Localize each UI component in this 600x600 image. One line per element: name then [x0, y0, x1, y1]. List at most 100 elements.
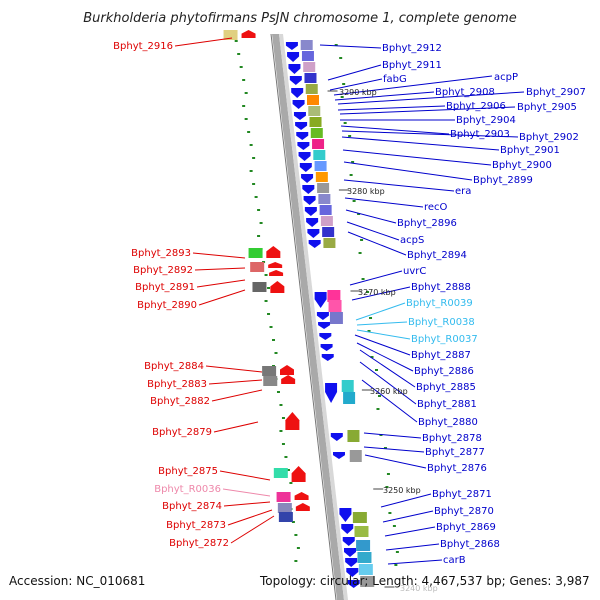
forward-gene: [301, 174, 314, 183]
connector-line: [359, 349, 416, 388]
gc-tick: [352, 200, 356, 202]
category-bar: [304, 73, 317, 83]
gene-label[interactable]: carB: [443, 555, 466, 566]
gene-label[interactable]: Bphyt_2907: [526, 87, 586, 98]
gene-label[interactable]: Bphyt_2892: [133, 265, 193, 276]
gc-tick: [276, 391, 280, 393]
gene-label[interactable]: Bphyt_2911: [382, 60, 442, 71]
gc-tick: [340, 96, 344, 98]
rna-label[interactable]: Bphyt_R0038: [408, 317, 475, 328]
gene-label[interactable]: Bphyt_2871: [432, 489, 492, 500]
gene-label[interactable]: Bphyt_2903: [450, 129, 510, 140]
connector-line: [343, 179, 455, 192]
gc-tick: [239, 66, 243, 68]
gene-label[interactable]: Bphyt_2885: [416, 382, 476, 393]
gc-tick: [395, 551, 399, 553]
gene-label[interactable]: Bphyt_2901: [500, 145, 560, 156]
reverse-gene: [291, 466, 306, 482]
gene-label[interactable]: Bphyt_2905: [517, 102, 577, 113]
connector-line: [340, 125, 450, 135]
gene-label[interactable]: Bphyt_2912: [382, 43, 442, 54]
gene-label[interactable]: Bphyt_2896: [397, 218, 457, 229]
reverse-gene: [266, 246, 281, 258]
scale-label: 3240 kbp: [400, 584, 438, 593]
category-bar: [343, 392, 356, 404]
gene-label[interactable]: Bphyt_2884: [144, 361, 204, 372]
gc-tick: [254, 196, 258, 198]
gene-label[interactable]: Bphyt_2878: [422, 433, 482, 444]
gc-tick: [360, 239, 364, 241]
gc-tick: [267, 287, 271, 289]
forward-gene: [293, 112, 306, 120]
gene-label[interactable]: Bphyt_2904: [456, 115, 516, 126]
forward-gene: [287, 52, 300, 62]
gene-label[interactable]: Bphyt_2882: [150, 396, 210, 407]
gc-tick: [377, 395, 381, 397]
gene-label[interactable]: Bphyt_2908: [435, 87, 495, 98]
gene-label[interactable]: Bphyt_2869: [436, 522, 496, 533]
gene-label[interactable]: Bphyt_2902: [519, 132, 579, 143]
gene-label[interactable]: Bphyt_2883: [147, 379, 207, 390]
gene-label[interactable]: Bphyt_2893: [131, 248, 191, 259]
gene-label[interactable]: Bphyt_2873: [166, 520, 226, 531]
category-bar: [223, 30, 238, 40]
gene-label[interactable]: Bphyt_2877: [425, 447, 485, 458]
scale-label: 3250 kbp: [383, 486, 421, 495]
gene-label[interactable]: Bphyt_2900: [492, 160, 552, 171]
gene-label[interactable]: Bphyt_2870: [434, 506, 494, 517]
gene-label[interactable]: Bphyt_2886: [414, 366, 474, 377]
gc-tick: [339, 57, 343, 59]
gene-label[interactable]: Bphyt_2888: [411, 282, 471, 293]
gc-tick: [249, 144, 253, 146]
gc-tick: [294, 534, 298, 536]
gene-label[interactable]: Bphyt_2879: [152, 427, 212, 438]
category-bar: [277, 503, 292, 513]
reverse-gene: [294, 492, 309, 500]
gene-label[interactable]: Bphyt_2906: [446, 101, 506, 112]
gene-label[interactable]: Bphyt_2916: [113, 41, 173, 52]
gene-label[interactable]: Bphyt_2881: [417, 399, 477, 410]
forward-gene: [321, 354, 334, 361]
connector-line: [339, 106, 516, 115]
gene-label[interactable]: Bphyt_2872: [169, 538, 229, 549]
gene-label[interactable]: Bphyt_2899: [473, 175, 533, 186]
gene-label[interactable]: Bphyt_2875: [158, 466, 218, 477]
gc-tick: [294, 560, 298, 562]
gene-label[interactable]: fabG: [383, 74, 407, 85]
connector-line: [337, 105, 446, 111]
gene-label[interactable]: Bphyt_2874: [162, 501, 222, 512]
left-labels: Bphyt_2916 Bphyt_2893 Bphyt_2892 Bphyt_2…: [113, 41, 229, 549]
gene-label[interactable]: Bphyt_2887: [411, 350, 471, 361]
gene-label[interactable]: recO: [424, 202, 448, 213]
gene-label[interactable]: uvrC: [403, 266, 426, 277]
gene-label[interactable]: acpS: [400, 235, 424, 246]
category-bar: [252, 282, 267, 292]
rna-label[interactable]: Bphyt_R0039: [406, 298, 473, 309]
gene-label[interactable]: Bphyt_2868: [440, 539, 500, 550]
forward-gene: [299, 163, 312, 172]
connector-line: [349, 270, 403, 286]
connector-line: [230, 515, 275, 544]
gc-tick: [249, 170, 253, 172]
rna-label[interactable]: Bphyt_R0036: [154, 484, 221, 495]
gc-tick: [357, 213, 361, 215]
connector-line: [174, 37, 233, 47]
category-bar: [318, 194, 331, 204]
scale-label: 3270 kbp: [358, 288, 396, 297]
category-bar: [358, 564, 373, 575]
gene-label[interactable]: Bphyt_2891: [135, 282, 195, 293]
gene-label[interactable]: acpP: [494, 72, 518, 83]
category-bar: [347, 430, 360, 442]
connector-line: [359, 361, 417, 405]
gene-label[interactable]: Bphyt_2876: [427, 463, 487, 474]
gene-label[interactable]: Bphyt_2880: [418, 417, 478, 428]
connector-line: [382, 510, 434, 523]
rna-label[interactable]: Bphyt_R0037: [411, 334, 478, 345]
forward-gene: [303, 196, 316, 205]
gene-label[interactable]: Bphyt_2894: [407, 250, 467, 261]
gene-label[interactable]: Bphyt_2890: [137, 300, 197, 311]
gene-label[interactable]: era: [455, 186, 471, 197]
scale-label: 3260 kbp: [370, 387, 408, 396]
left-connectors: [174, 37, 275, 544]
gc-tick: [342, 83, 346, 85]
